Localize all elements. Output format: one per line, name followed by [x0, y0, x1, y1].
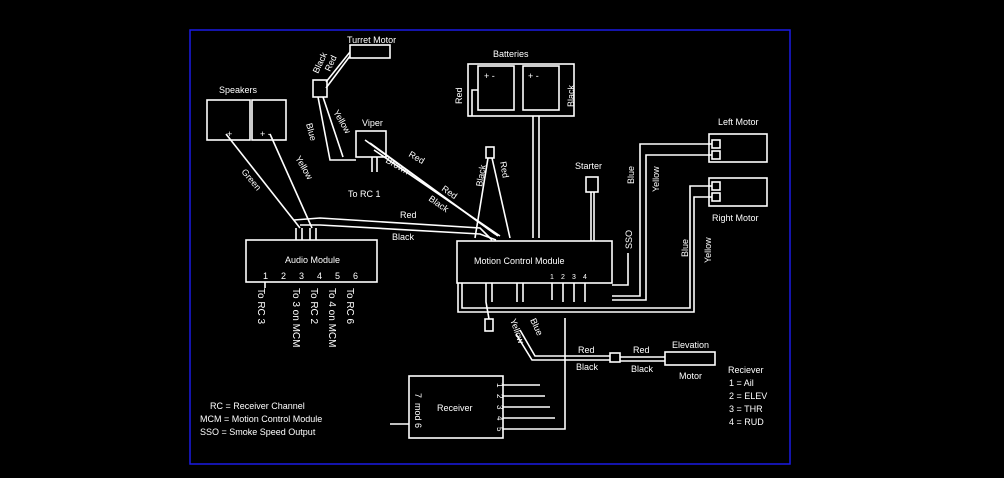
speakers: Speakers + + - — [206, 85, 287, 141]
receiver-pin-5: 5 — [495, 427, 504, 432]
viper: Viper — [355, 118, 387, 158]
label-elev-yellow: Yellow — [508, 317, 526, 345]
mcm-pin-2: 2 — [561, 274, 565, 281]
viper-label: Viper — [362, 118, 383, 128]
audio-out-4: To 4 on MCM — [326, 288, 337, 347]
label-left-blue: Blue — [626, 166, 636, 184]
mcm-pin-3: 3 — [572, 274, 576, 281]
label-elev-red-1: Red — [578, 345, 595, 355]
diagram-frame — [189, 29, 791, 465]
label-right-yellow: Yellow — [703, 237, 713, 263]
speakers-label: Speakers — [219, 85, 258, 95]
receiver-pin-2: 2 — [495, 394, 504, 399]
motion-control-module: Motion Control Module 1 2 3 4 — [456, 240, 613, 284]
turret-motor: Turret Motor — [347, 35, 396, 59]
label-speaker-green: Green — [239, 167, 263, 193]
left-motor: Left Motor — [708, 117, 768, 163]
audio-pin-1: 1 — [263, 271, 268, 281]
receiver-pin-1: 1 — [495, 383, 504, 388]
elevation-label: Elevation — [672, 340, 709, 350]
elevation-motor: Elevation Motor — [609, 340, 716, 381]
receiver-pin-3: 3 — [495, 405, 504, 410]
label-audio-black: Black — [392, 232, 415, 242]
turret-motor-label: Turret Motor — [347, 35, 396, 45]
label-viper-brown: Brown — [384, 155, 411, 176]
legend: RC = Receiver Channel MCM = Motion Contr… — [200, 401, 322, 437]
audio-pin-3: 3 — [299, 271, 304, 281]
receiver-channel-4: 4 = RUD — [729, 417, 764, 427]
audio-out-5: To RC 6 — [344, 288, 355, 325]
receiver-channels: Reciever 1 = Ail 2 = ELEV 3 = THR 4 = RU… — [728, 365, 767, 427]
wires — [225, 51, 712, 430]
legend-mcm: MCM = Motion Control Module — [200, 414, 322, 424]
label-battery-black: Black — [566, 84, 576, 107]
starter-label: Starter — [575, 161, 602, 171]
label-elev-red-2: Red — [633, 345, 650, 355]
label-sso: SSO — [624, 230, 634, 249]
receiver-side-number: 7 — [413, 393, 423, 398]
label-viper-red-2: Red — [440, 183, 459, 201]
label-elev-blue: Blue — [528, 317, 545, 338]
speaker-right-terminal: + - — [260, 129, 271, 139]
receiver-pin-4: 4 — [495, 416, 504, 421]
audio-out-3: To RC 2 — [308, 288, 319, 325]
audio-out-1: To RC 3 — [255, 288, 266, 325]
mcm-label: Motion Control Module — [474, 256, 565, 266]
label-audio-red: Red — [400, 210, 417, 220]
receiver-mod: mod 6 — [413, 403, 423, 428]
label-left-yellow: Yellow — [651, 166, 661, 192]
turret-connector — [312, 79, 328, 98]
batteries-label: Batteries — [493, 49, 529, 59]
receiver: Receiver 7 mod 6 1 2 3 4 5 — [408, 375, 504, 439]
receiver-channels-title: Reciever — [728, 365, 764, 375]
label-viper-red: Red — [407, 149, 426, 166]
starter: Starter — [575, 161, 602, 193]
label-turret-blue: Blue — [304, 122, 318, 142]
wire-labels: Black Red Blue Yellow Red Black Red Brow… — [239, 50, 713, 374]
right-motor-label: Right Motor — [712, 213, 759, 223]
legend-sso: SSO = Smoke Speed Output — [200, 427, 316, 437]
audio-out-2: To 3 on MCM — [290, 288, 301, 347]
audio-pin-5: 5 — [335, 271, 340, 281]
audio-pin-4: 4 — [317, 271, 322, 281]
mcm-pin-4: 4 — [583, 274, 587, 281]
mcm-top-connector — [485, 146, 495, 159]
label-right-blue: Blue — [680, 239, 690, 257]
audio-module-label: Audio Module — [285, 255, 340, 265]
label-speaker-yellow: Yellow — [293, 154, 315, 182]
label-elev-black-2: Black — [631, 364, 654, 374]
mcm-connector-left — [484, 318, 494, 332]
label-to-rc1: To RC 1 — [348, 189, 381, 199]
audio-pin-2: 2 — [281, 271, 286, 281]
battery-left-terminals: + - — [484, 71, 495, 81]
audio-outputs: To RC 3 To 3 on MCM To RC 2 To 4 on MCM … — [255, 288, 355, 347]
receiver-channel-3: 3 = THR — [729, 404, 763, 414]
right-motor: Right Motor — [708, 177, 768, 223]
receiver-channel-1: 1 = Ail — [729, 378, 754, 388]
label-battery-red: Red — [454, 87, 464, 104]
battery-right-terminals: + - — [528, 71, 539, 81]
speaker-left-terminal: + — [227, 129, 232, 139]
elevation-motor-label: Motor — [679, 371, 702, 381]
left-motor-label: Left Motor — [718, 117, 759, 127]
label-elev-black-1: Black — [576, 362, 599, 372]
batteries: Batteries + - + - — [467, 49, 575, 117]
label-connector-red: Red — [498, 161, 511, 179]
audio-pin-6: 6 — [353, 271, 358, 281]
receiver-label: Receiver — [437, 403, 473, 413]
audio-module: Audio Module 1 2 3 4 5 6 — [245, 239, 378, 283]
legend-rc: RC = Receiver Channel — [210, 401, 305, 411]
mcm-pin-1: 1 — [550, 274, 554, 281]
label-connector-black: Black — [474, 163, 488, 187]
receiver-channel-2: 2 = ELEV — [729, 391, 767, 401]
